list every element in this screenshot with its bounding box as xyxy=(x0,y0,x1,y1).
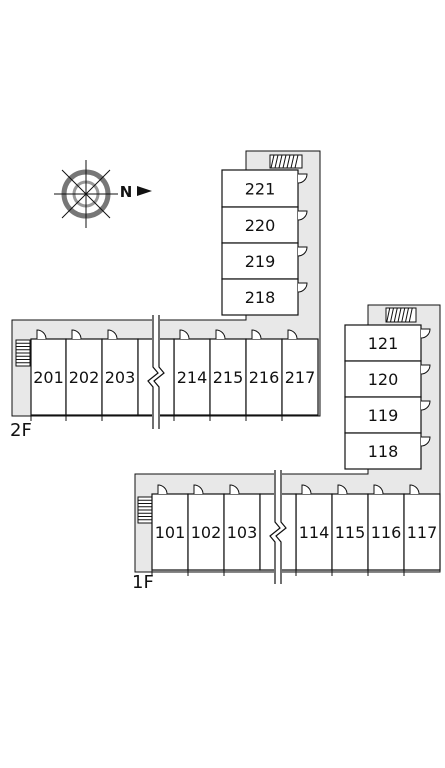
unit-label: 221 xyxy=(245,180,276,199)
door-icon xyxy=(337,484,348,495)
door-icon xyxy=(301,484,312,495)
unit-118 xyxy=(344,432,422,470)
stair-step xyxy=(408,307,413,323)
unit-label: 117 xyxy=(407,523,438,542)
unit-115 xyxy=(331,493,369,571)
door-icon xyxy=(107,329,118,340)
stair-step xyxy=(286,154,291,169)
unit-217 xyxy=(281,338,319,416)
break-line xyxy=(153,315,165,429)
unit-label: 102 xyxy=(191,523,222,542)
door-icon xyxy=(373,484,384,495)
unit-121 xyxy=(344,324,422,362)
unit-119 xyxy=(344,396,422,434)
door-icon xyxy=(193,484,204,495)
units: 201 202 203 214 215 216 217 221 220 219 218 101 102 1… xyxy=(30,169,441,576)
unit-label: 215 xyxy=(213,368,244,387)
door-icon xyxy=(297,246,308,257)
unit-label: 220 xyxy=(245,216,276,235)
door-icon xyxy=(251,329,262,340)
unit-label: 115 xyxy=(335,523,366,542)
stair-step xyxy=(393,307,398,323)
break-line xyxy=(147,315,159,429)
door-icon xyxy=(297,173,308,184)
unit-102 xyxy=(187,493,225,571)
floor-label-2f: 2F xyxy=(10,420,32,441)
stairs xyxy=(15,154,417,524)
unit-216 xyxy=(245,338,283,416)
stair-step xyxy=(290,154,295,169)
doors xyxy=(36,173,431,495)
unit-label: 114 xyxy=(299,523,330,542)
break-line xyxy=(275,470,287,584)
door-icon xyxy=(157,484,168,495)
door-icon xyxy=(420,364,431,375)
unit-120 xyxy=(344,360,422,398)
door-icon xyxy=(297,210,308,221)
unit-114 xyxy=(295,493,333,571)
stair-step xyxy=(278,154,283,169)
door-icon xyxy=(297,282,308,293)
unit-label: 120 xyxy=(368,370,399,389)
unit-116 xyxy=(367,493,405,571)
breaks xyxy=(137,315,297,584)
break-mask xyxy=(152,315,160,429)
stair-step xyxy=(401,307,406,323)
stair-step xyxy=(294,154,299,169)
unit-218 xyxy=(221,278,299,316)
unit-label: 218 xyxy=(245,288,276,307)
stair-step xyxy=(274,154,279,169)
compass-icon: N xyxy=(54,160,152,228)
door-icon xyxy=(420,400,431,411)
unit-label: 217 xyxy=(285,368,316,387)
door-icon xyxy=(287,329,298,340)
stair-step xyxy=(397,307,402,323)
door-icon xyxy=(420,436,431,447)
break-line xyxy=(269,470,281,584)
unit-117 xyxy=(403,493,441,571)
unit-label: 116 xyxy=(371,523,402,542)
floor-label-1f: 1F xyxy=(132,572,154,593)
compass-north-label: N xyxy=(120,183,133,201)
unit-103 xyxy=(223,493,261,571)
door-icon xyxy=(215,329,226,340)
door-icon xyxy=(420,328,431,339)
stair-step xyxy=(390,307,394,323)
break-mask xyxy=(274,470,282,584)
unit-label: 203 xyxy=(105,368,136,387)
unit-label: 103 xyxy=(227,523,258,542)
stair-step xyxy=(270,154,275,169)
unit-label: 219 xyxy=(245,252,276,271)
door-icon xyxy=(409,484,420,495)
unit-221 xyxy=(221,169,299,208)
stair-step xyxy=(282,154,287,169)
unit-label: 118 xyxy=(368,442,399,461)
unit-label: 202 xyxy=(69,368,100,387)
stair-step xyxy=(405,307,409,323)
unit-101 xyxy=(151,493,189,571)
unit-label: 214 xyxy=(177,368,208,387)
door-icon xyxy=(229,484,240,495)
unit-label: 216 xyxy=(249,368,280,387)
unit-220 xyxy=(221,206,299,244)
unit-label: 121 xyxy=(368,334,399,353)
stair-step xyxy=(386,307,391,323)
unit-label: 201 xyxy=(33,368,64,387)
unit-214 xyxy=(173,338,211,416)
door-icon xyxy=(71,329,82,340)
door-icon xyxy=(36,329,47,340)
door-icon xyxy=(179,329,190,340)
unit-label: 101 xyxy=(155,523,186,542)
unit-label: 119 xyxy=(368,406,399,425)
